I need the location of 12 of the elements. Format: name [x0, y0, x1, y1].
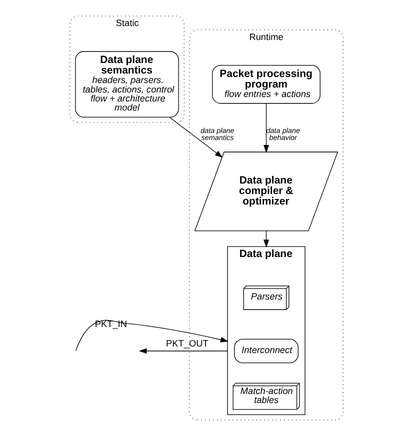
node-box: Interconnect	[234, 338, 298, 364]
node-box: Data plane semantics headers, parsers. tables, actions, control flow + architecture model	[75, 51, 179, 118]
arrow	[264, 230, 270, 248]
arrow	[169, 116, 223, 158]
edge-label: PKT_IN	[94, 318, 128, 329]
arrow	[76, 320, 228, 352]
node-box: Packet processing program flow entries + actions	[212, 64, 320, 104]
arrow	[138, 348, 228, 354]
edge-label: PKT_OUT	[166, 338, 208, 349]
edge-label: data plane behavior	[266, 126, 300, 142]
arrow	[264, 103, 270, 153]
edge-label: data plane semantics	[200, 126, 234, 142]
